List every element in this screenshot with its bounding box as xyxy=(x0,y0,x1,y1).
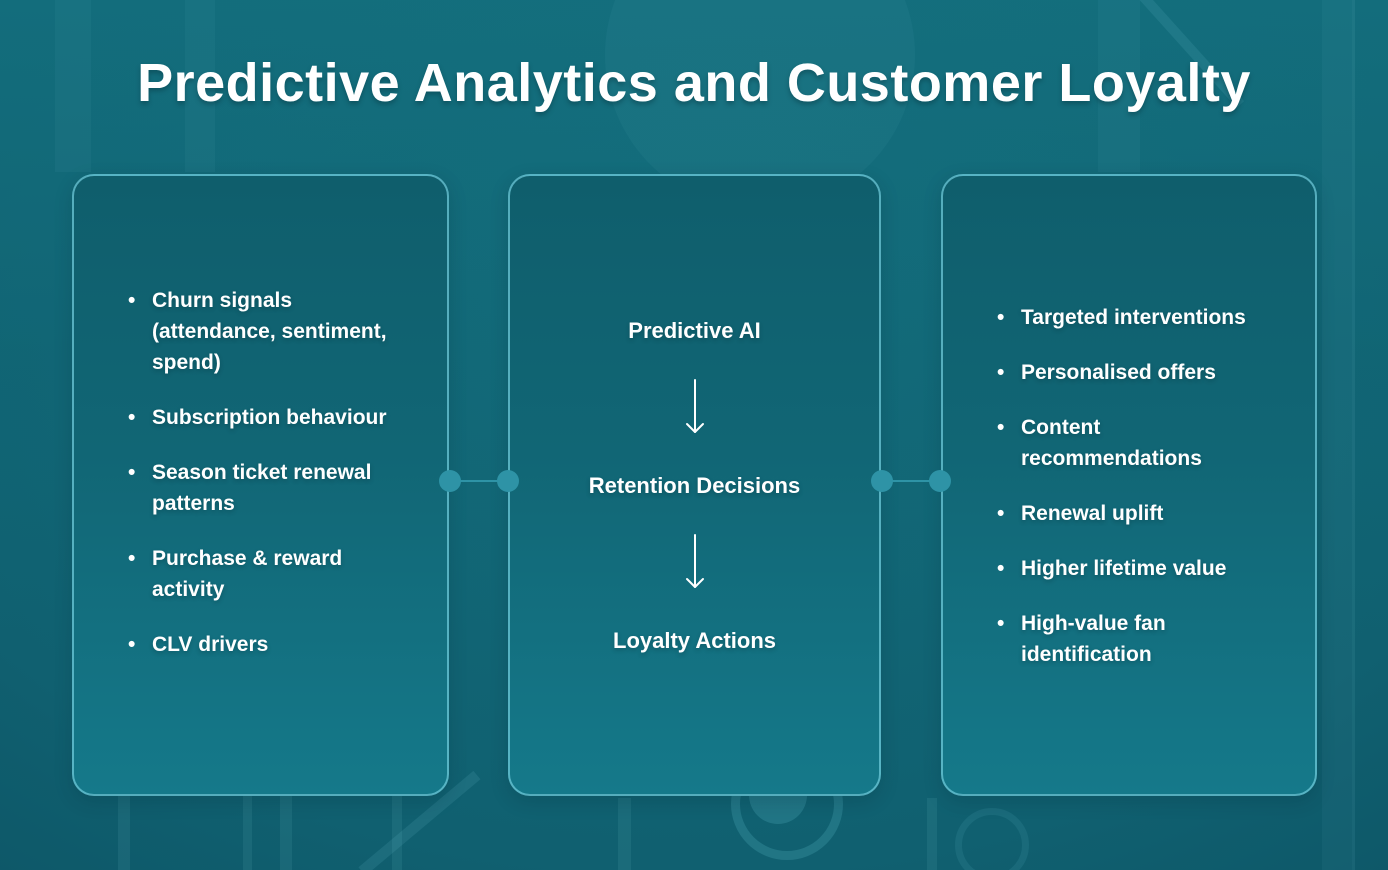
down-arrow-icon xyxy=(685,533,704,588)
list-item-text: High-value fan identification xyxy=(1021,612,1166,666)
list-item: • CLV drivers xyxy=(128,629,427,660)
list-item-text: Targeted interventions xyxy=(1021,306,1246,329)
bullet-icon: • xyxy=(997,306,1005,329)
process-card: Predictive AI Retention Decisions Loyalt… xyxy=(508,174,881,796)
list-item-text: Renewal uplift xyxy=(1021,502,1164,525)
list-item-text: Season ticket renewal patterns xyxy=(152,461,372,515)
connector-dot xyxy=(871,470,893,492)
connector-dot xyxy=(929,470,951,492)
bullet-icon: • xyxy=(997,612,1005,635)
bg-stripe-decoration xyxy=(927,798,937,870)
list-item: • Personalised offers xyxy=(997,357,1295,388)
bullet-icon: • xyxy=(128,461,136,484)
list-item: • Higher lifetime value xyxy=(997,553,1295,584)
bg-stripe-decoration xyxy=(618,798,631,870)
list-item-text: Subscription behaviour xyxy=(152,406,387,429)
flow-step-label: Predictive AI xyxy=(628,317,761,343)
bg-ring-decoration xyxy=(955,808,1029,870)
list-item: • High-value fan identification xyxy=(997,608,1295,670)
bg-stripe-decoration xyxy=(243,794,252,870)
bullet-icon: • xyxy=(997,557,1005,580)
bullet-icon: • xyxy=(128,633,136,656)
page-title: Predictive Analytics and Customer Loyalt… xyxy=(137,53,1251,113)
bg-stripe-decoration xyxy=(392,794,402,870)
bullet-icon: • xyxy=(128,289,136,312)
bullet-icon: • xyxy=(997,416,1005,439)
list-item: • Churn signals (attendance, sentiment, … xyxy=(128,285,427,378)
bullet-icon: • xyxy=(997,361,1005,384)
list-item: • Purchase & reward activity xyxy=(128,543,427,605)
list-item-text: Purchase & reward activity xyxy=(152,547,343,601)
bullet-icon: • xyxy=(997,502,1005,525)
list-item: • Content recommendations xyxy=(997,412,1295,474)
list-item-text: Higher lifetime value xyxy=(1021,557,1227,580)
bg-stripe-decoration xyxy=(118,794,130,870)
bullet-icon: • xyxy=(128,547,136,570)
list-item: • Subscription behaviour xyxy=(128,402,427,433)
list-item: • Targeted interventions xyxy=(997,302,1295,333)
outcomes-list: • Targeted interventions • Personalised … xyxy=(943,176,1315,670)
list-item-text: Content recommendations xyxy=(1021,416,1202,470)
connector-dot xyxy=(439,470,461,492)
outcomes-card: • Targeted interventions • Personalised … xyxy=(941,174,1317,796)
list-item: • Season ticket renewal patterns xyxy=(128,457,427,519)
bullet-icon: • xyxy=(128,406,136,429)
connector-dot xyxy=(497,470,519,492)
list-item-text: CLV drivers xyxy=(152,633,269,656)
inputs-card: • Churn signals (attendance, sentiment, … xyxy=(72,174,449,796)
down-arrow-icon xyxy=(685,378,704,433)
bg-stripe-decoration xyxy=(1322,0,1352,870)
connector-line xyxy=(883,480,941,482)
bg-stripe-decoration xyxy=(1352,0,1355,870)
process-flow: Predictive AI Retention Decisions Loyalt… xyxy=(510,176,879,794)
flow-step-label: Retention Decisions xyxy=(588,472,801,498)
connector-line xyxy=(451,480,509,482)
bg-stripe-decoration xyxy=(280,794,292,870)
list-item-text: Personalised offers xyxy=(1021,361,1216,384)
inputs-list: • Churn signals (attendance, sentiment, … xyxy=(74,176,447,660)
list-item: • Renewal uplift xyxy=(997,498,1295,529)
list-item-text: Churn signals (attendance, sentiment, sp… xyxy=(152,289,387,374)
flow-step-label: Loyalty Actions xyxy=(613,627,776,653)
